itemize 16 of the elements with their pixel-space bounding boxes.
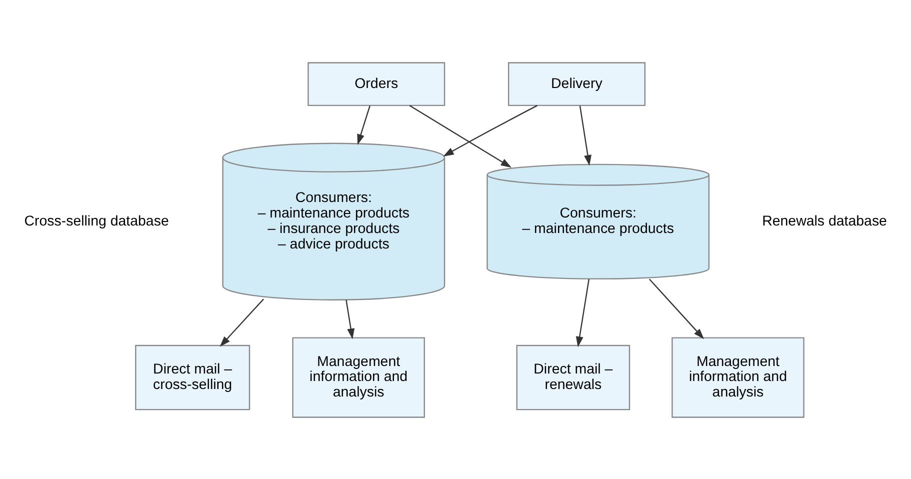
node-box: Direct mail – cross-selling xyxy=(135,344,250,410)
arrow xyxy=(357,105,370,144)
arrow xyxy=(648,278,704,339)
node-box: Management information and analysis xyxy=(292,336,425,418)
arrow xyxy=(220,298,264,346)
arrow xyxy=(346,299,355,339)
arrow xyxy=(409,104,512,168)
node-box: Delivery xyxy=(508,62,646,106)
arrow xyxy=(443,104,538,156)
node-label: Cross-selling database xyxy=(24,212,169,229)
arrow xyxy=(579,105,592,166)
arrow xyxy=(576,278,590,347)
node-box: Management information and analysis xyxy=(672,336,804,418)
node-box: Orders xyxy=(308,62,446,106)
node-label: Renewals database xyxy=(762,212,887,229)
node-box: Direct mail – renewals xyxy=(516,344,630,410)
